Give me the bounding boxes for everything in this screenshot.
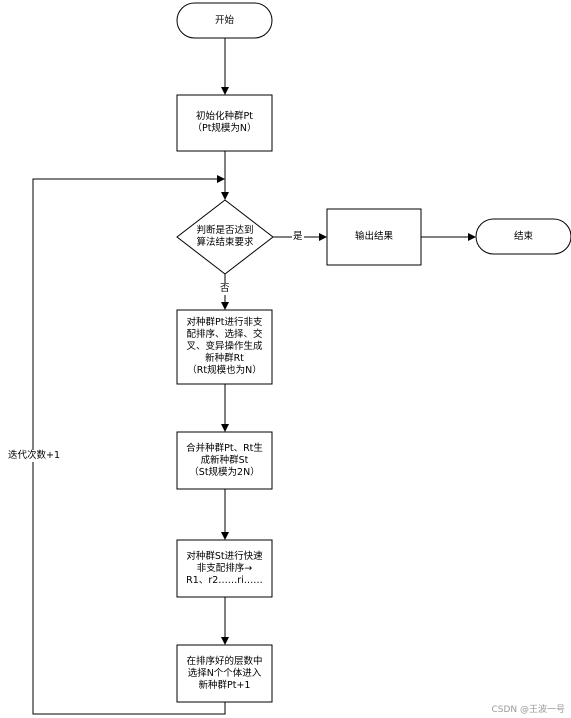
- sort-ops-label: 对种群Pt进行非支 配排序、选择、交 叉、变异操作生成 新种群Rt （Rt规模也…: [186, 317, 263, 376]
- end-terminal: [475, 218, 571, 255]
- loop-edge-label: 迭代次数+1: [7, 450, 62, 462]
- merge-label: 合并种群Pt、Rt生 成新种群St （St规模为2N）: [186, 442, 263, 478]
- init-label: 初始化种群Pt （Pt规模为N）: [192, 111, 257, 134]
- sort-ops-process-box: [176, 309, 273, 385]
- start-label: 开始: [214, 14, 234, 26]
- output-label: 输出结果: [354, 231, 393, 242]
- select-label: 在排序好的层数中 选择N个个体进入 新种群Pt+1: [186, 655, 263, 691]
- watermark: CSDN @王波一号: [491, 705, 565, 715]
- decision-label: 判断是否达到 算法结束要求: [196, 225, 254, 248]
- no-edge-label: 否: [219, 283, 231, 295]
- fast-sort-process-box: [176, 539, 273, 598]
- select-process-box: [176, 644, 273, 703]
- merge-process-box: [176, 431, 273, 490]
- edge-loop-back: [32, 175, 226, 715]
- init-process-box: [176, 94, 273, 152]
- fast-sort-label: 对种群St进行快速 非支配排序→ R1、r2……ri……: [186, 550, 263, 586]
- end-label: 结束: [513, 230, 533, 242]
- yes-edge-label: 是: [292, 231, 304, 243]
